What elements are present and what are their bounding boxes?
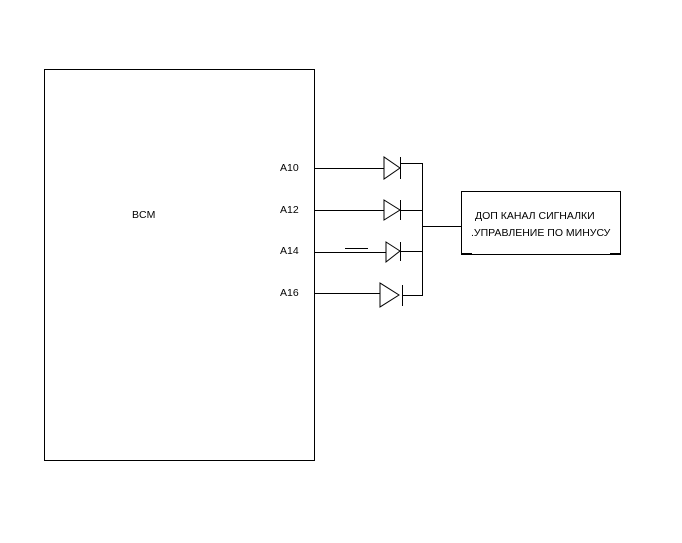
pin-label-a14: A14 xyxy=(280,245,299,257)
diode-a16-icon xyxy=(379,282,400,308)
wire-a14 xyxy=(315,241,422,264)
bcm-label: BCM xyxy=(132,209,155,221)
diode-a12-icon xyxy=(383,199,401,221)
pin-label-a10: A10 xyxy=(280,162,299,174)
diode-a14-icon xyxy=(385,241,401,264)
diode-a10-icon xyxy=(383,156,401,180)
wire-a16 xyxy=(315,282,422,308)
pin-label-a16: A16 xyxy=(280,287,299,299)
alarm-channel-subtitle: .УПРАВЛЕНИЕ ПО МИНУСУ xyxy=(471,227,611,239)
pin-label-a12: A12 xyxy=(280,204,299,216)
bcm-block xyxy=(44,69,315,461)
wire-a12 xyxy=(315,199,422,221)
alarm-channel-box xyxy=(461,191,621,255)
wire-a10 xyxy=(315,156,422,180)
alarm-channel-title: ДОП КАНАЛ СИГНАЛКИ xyxy=(475,210,595,222)
